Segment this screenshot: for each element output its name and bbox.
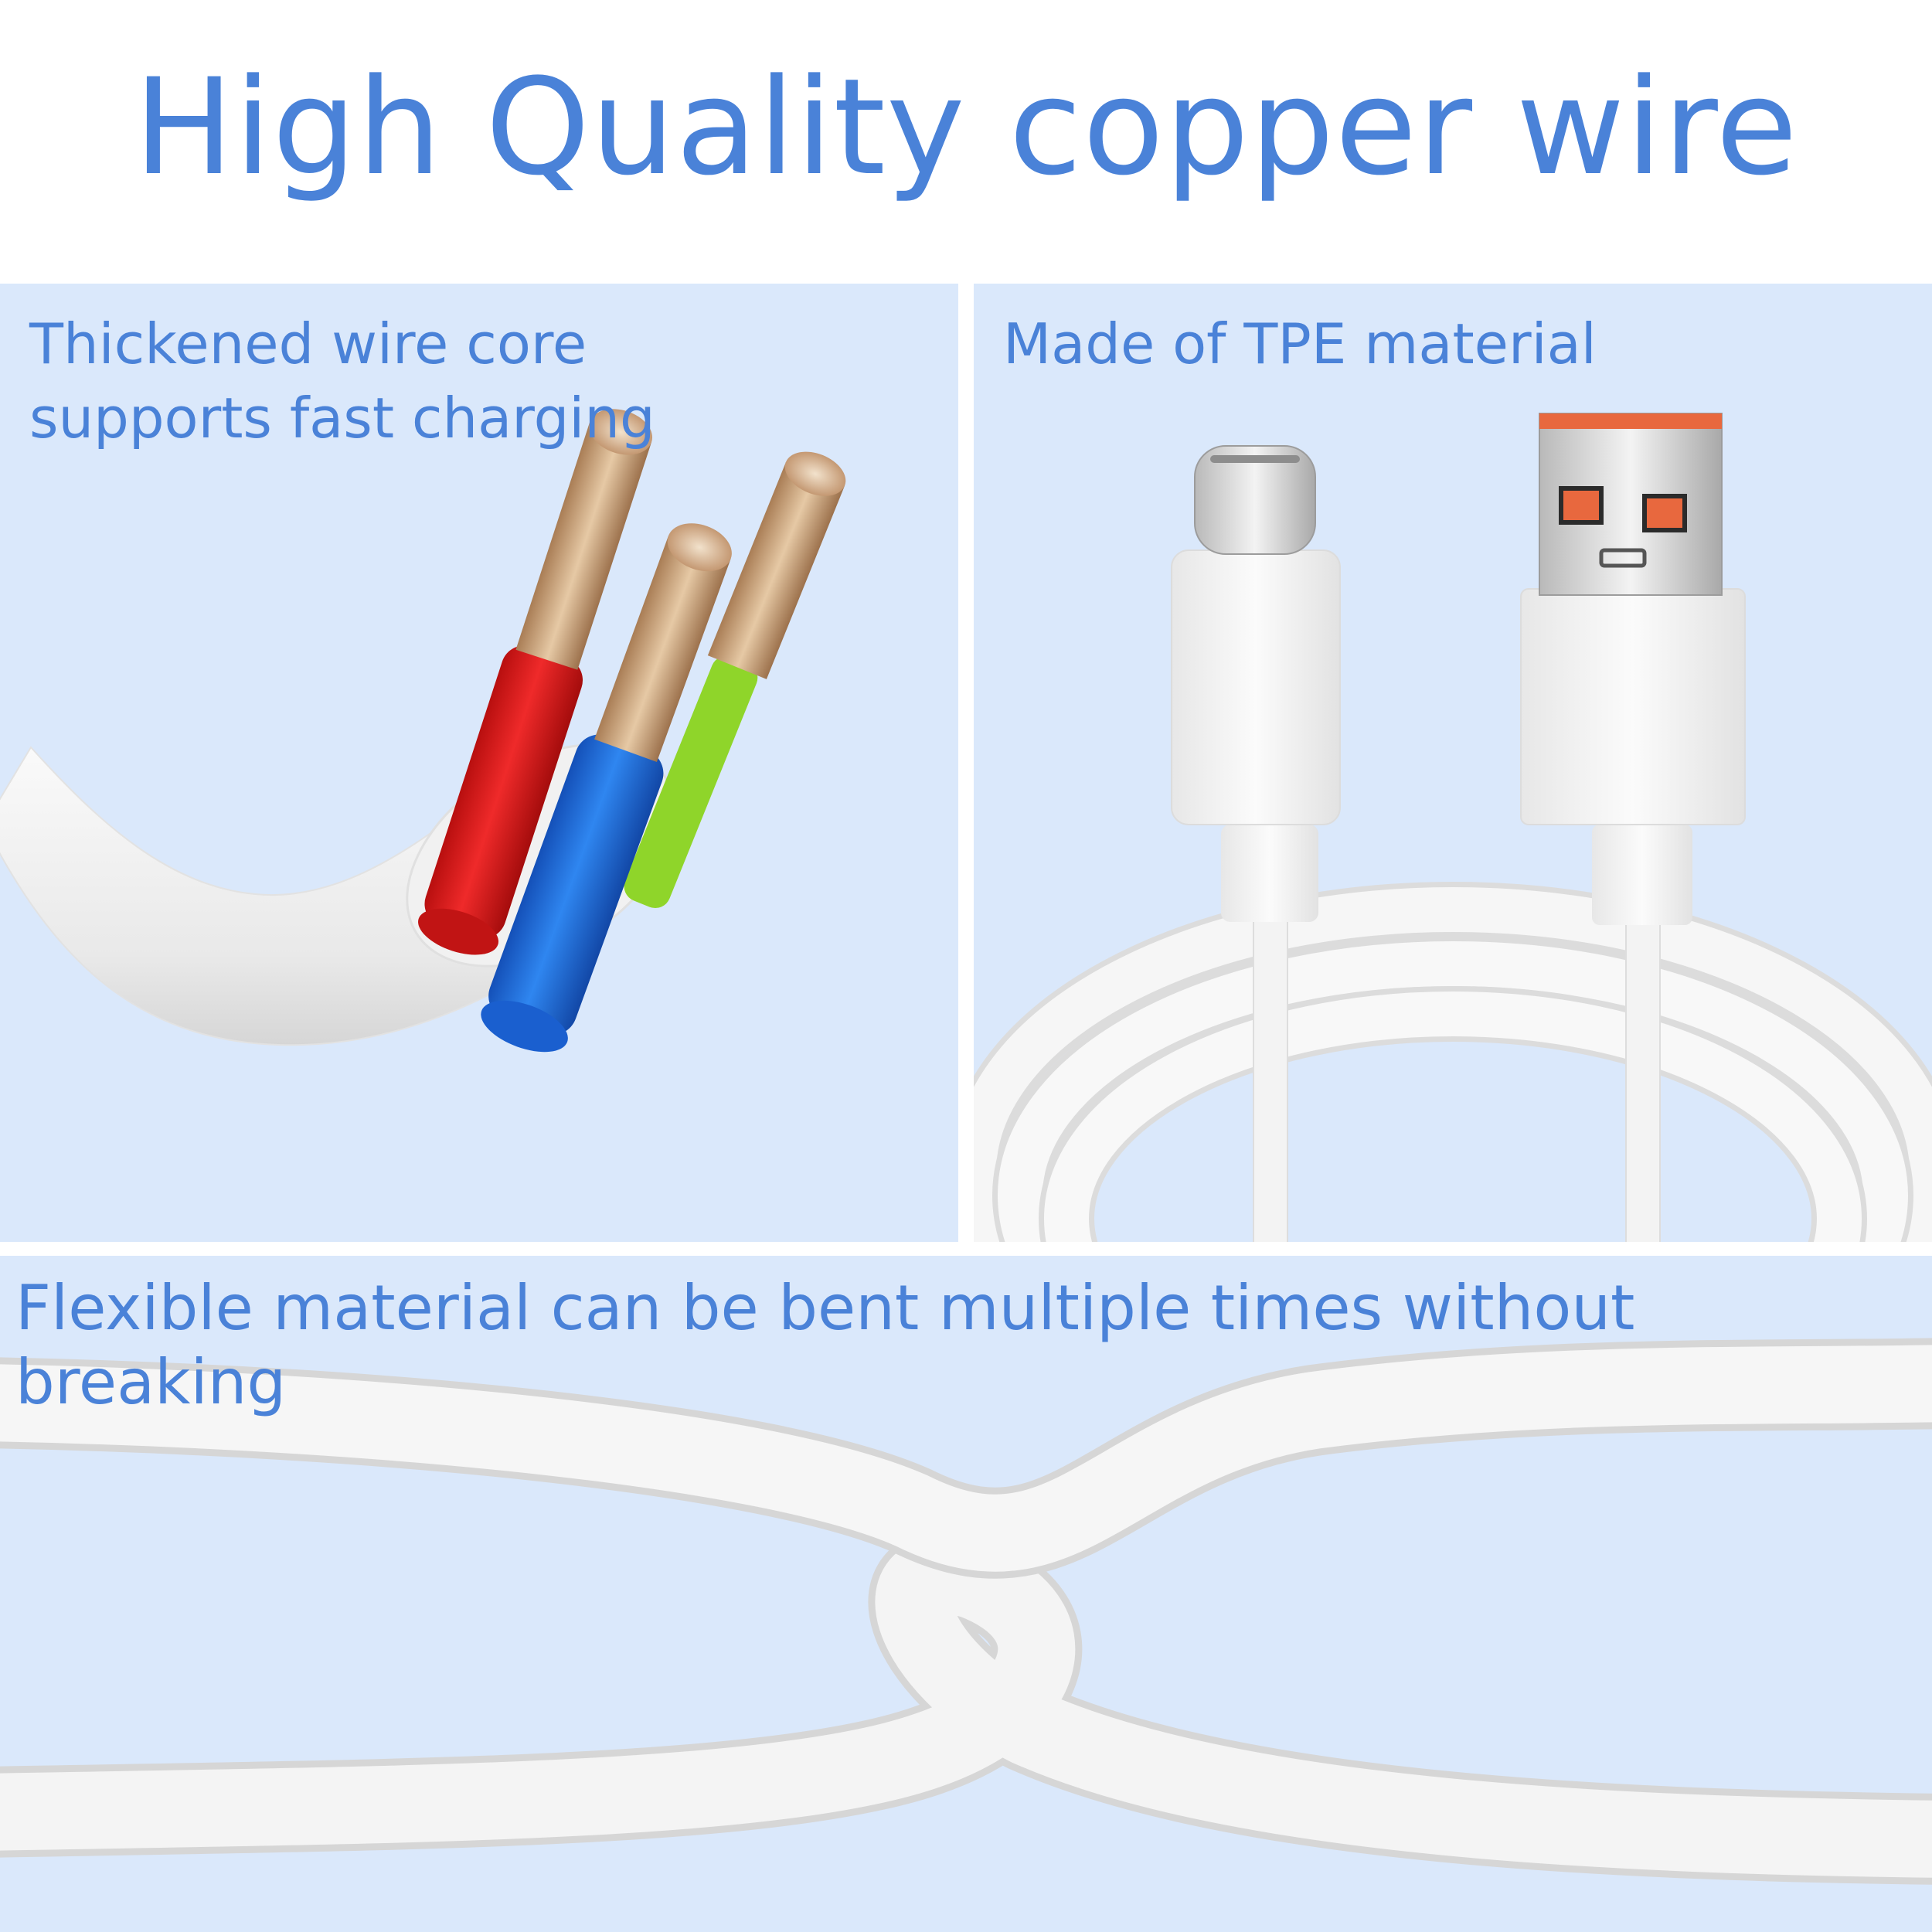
green-wire (624, 451, 846, 909)
flexible-panel: Flexible material can be bent multiple t… (0, 1256, 1932, 1932)
usb-c-connector-illustration (1171, 445, 1341, 1242)
wire-core-caption-line2: supports fast charging (29, 386, 655, 451)
flexible-caption: Flexible material can be bent multiple t… (15, 1272, 1635, 1418)
blue-wire (481, 523, 732, 1053)
page-title: High Quality copper wire (134, 49, 1798, 205)
tpe-caption: Made of TPE material (1003, 311, 1597, 376)
connectors-illustration (974, 413, 1932, 1242)
wire-core-caption: Thickened wire core supports fast chargi… (29, 307, 918, 455)
red-wire (418, 409, 653, 955)
bent-cable-illustration (0, 1338, 1932, 1885)
copper-wire-cross-section-illustration (0, 409, 846, 1053)
tpe-panel: Made of TPE material (974, 284, 1932, 1242)
wire-core-panel: Thickened wire core supports fast chargi… (0, 284, 958, 1242)
wire-core-caption-line1: Thickened wire core (29, 311, 587, 376)
usb-a-connector-illustration (1520, 413, 1746, 1242)
coiled-cable (974, 882, 1932, 1242)
